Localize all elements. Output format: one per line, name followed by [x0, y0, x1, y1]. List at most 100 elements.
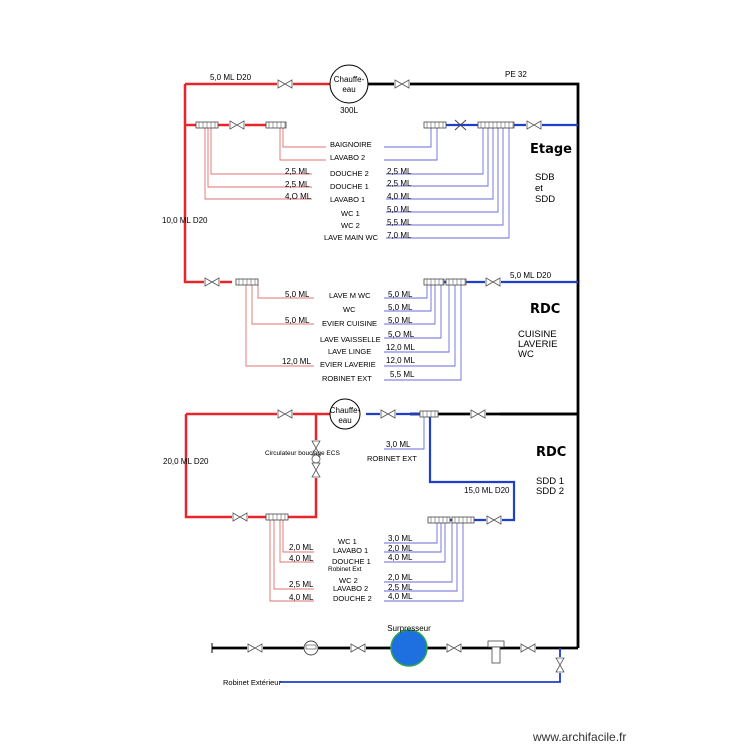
valve-icon-body: [470, 409, 486, 419]
rdc1-hot-length-2: 5,0 ML: [285, 316, 310, 325]
rdc2-fixture-douche-2: DOUCHE 2: [333, 594, 372, 603]
rdc1-cold-length-3: 5,0 ML: [388, 316, 413, 325]
rdc1-fixture-lave-m-wc: LAVE M WC: [329, 291, 371, 300]
etage-hot-branch: [204, 127, 312, 200]
rdc2-cold-length-1: 3,0 ML: [388, 534, 413, 543]
rdc1-cold-length-5: 12,0 ML: [386, 343, 415, 352]
rdc1-cold-branch: [384, 284, 462, 381]
valve-icon-body: [394, 79, 410, 89]
valve-icon: [446, 643, 462, 653]
valve-icon-body: [485, 277, 501, 287]
etage-cold-baignoire: [384, 127, 432, 148]
watermark: www.archifacile.fr: [532, 730, 626, 744]
valve-icon: [277, 409, 293, 419]
etage-cold-length-1: 2,5 ML: [387, 167, 412, 176]
valve-icon: [470, 409, 486, 419]
valve-icon-body: [350, 643, 366, 653]
rdc2-hot-length-2: 4,0 ML: [289, 554, 314, 563]
etage-fixture-lavabo-1: LAVABO 1: [330, 195, 365, 204]
etage-hot-branch: [210, 127, 312, 175]
rdc1-cold-branch: [384, 284, 432, 312]
manifold-icon: [423, 278, 445, 286]
valve-icon-body: [247, 643, 263, 653]
valve-icon: [350, 643, 366, 653]
rdc1-cold-pipe-label: 5,0 ML D20: [510, 271, 552, 280]
etage-hot-length-1: 2,5 ML: [285, 167, 310, 176]
surpresseur-tank-icon: [390, 629, 428, 667]
valve-icon-body: [526, 120, 542, 130]
surpresseur-label: Surpresseur: [387, 624, 431, 633]
water-meter-icon: [303, 640, 319, 656]
top-heater-label-2: eau: [342, 85, 355, 94]
vertical-hot-pipe-label: 10,0 ML D20: [162, 216, 208, 225]
pipe-network: [183, 82, 580, 683]
rdc2-circulator-label: Circulateur bouclage ECS: [265, 450, 340, 457]
rdc1-cold-branch: [384, 284, 450, 353]
water-heater-icon: [329, 64, 369, 104]
valve-icon-body: [232, 512, 248, 522]
rdc1-cold-length-6: 12,0 ML: [386, 356, 415, 365]
etage-hot-baignoire: [282, 127, 326, 148]
etage-cold-branch: [386, 127, 494, 200]
water-meter-dial: [305, 644, 317, 650]
rdc2-robinet-label: ROBINET EXT: [367, 454, 417, 463]
rdc1-hot-branch: [251, 284, 314, 325]
etage-cold-branch: [386, 127, 499, 213]
top-hot-pipe-label: 5,0 ML D20: [210, 73, 252, 82]
rdc1-room-1: CUISINE: [518, 329, 557, 340]
rdc1-hot-length-3: 12,0 ML: [282, 357, 311, 366]
rdc1-cold-branch: [384, 284, 436, 325]
valve-icon: [486, 515, 502, 525]
etage-fixture-lavabo-2: LAVABO 2: [330, 153, 365, 162]
valve-icon: [485, 277, 501, 287]
manifold-icon: [477, 121, 515, 129]
etage-hot-length-3: 4,O ML: [285, 192, 312, 201]
rdc1-cold-length-1: 5,0 ML: [388, 290, 413, 299]
filter-icon-body: [491, 646, 501, 664]
etage-fixture-wc-2: WC 2: [341, 221, 360, 230]
manifold-icon: [265, 121, 287, 129]
rdc2-fixture-lavabo-2: LAVABO 2: [333, 584, 368, 593]
etage-cold-branch: [386, 127, 489, 187]
symbols: [195, 64, 565, 673]
valve-icon-body: [277, 409, 293, 419]
rdc1-fixture-evier-cuisine: EVIER CUISINE: [322, 319, 377, 328]
rdc2-cold-length-2: 2,0 ML: [388, 544, 413, 553]
valve-icon-body: [277, 79, 293, 89]
etage-cold-length-4: 5,0 ML: [387, 205, 412, 214]
etage-cold-lavabo2: [384, 127, 438, 161]
rdc2-hot-branch: [273, 519, 314, 590]
valve-icon-body: [380, 409, 396, 419]
rdc2-cold-length-5: 2,5 ML: [388, 583, 413, 592]
rdc2-hot-length-4: 4,0 ML: [289, 593, 314, 602]
rdc2-heater-label-1: Chauffe-: [330, 406, 361, 415]
etage-room-1: SDB: [535, 172, 555, 183]
rdc1-cold-branch: [384, 284, 428, 299]
rdc2-fixture-wc-1: WC 1: [338, 537, 357, 546]
valve-icon-body: [446, 643, 462, 653]
etage-room-3: SDD: [535, 194, 555, 205]
valve-icon: [204, 277, 220, 287]
rdc2-cold-branch: [384, 522, 464, 602]
rdc2-cold-branch: [384, 522, 458, 592]
rdc1-fixture-robinet-ext: ROBINET EXT: [322, 374, 372, 383]
rdc2-fixture-robinet-ext: Robinet Ext: [328, 566, 362, 573]
rdc1-cold-length-4: 5,O ML: [388, 330, 415, 339]
etage-fixture-douche-1: DOUCHE 1: [330, 182, 369, 191]
rdc1-cold-length-2: 5,0 ML: [388, 303, 413, 312]
rdc2-cold-length-6: 4,0 ML: [388, 592, 413, 601]
valve-icon-body: [204, 277, 220, 287]
etage-cold-length-5: 5,5 ML: [387, 218, 412, 227]
rdc1-title: RDC: [530, 302, 560, 317]
rdc2-cold-branch: [384, 522, 453, 583]
rdc2-robinet-length: 3,0 ML: [386, 440, 411, 449]
etage-room-2: et: [535, 183, 543, 194]
top-heater-label-1: Chauffe-: [334, 75, 365, 84]
etage-fixture-douche-2: DOUCHE 2: [330, 169, 369, 178]
rdc1-hot-branch: [257, 284, 314, 299]
rdc2-cold-branch: [384, 522, 446, 563]
top-main-pipe-label: PE 32: [505, 70, 527, 79]
valve-icon: [394, 79, 410, 89]
rdc1-hot-length-1: 5,0 ML: [285, 290, 310, 299]
